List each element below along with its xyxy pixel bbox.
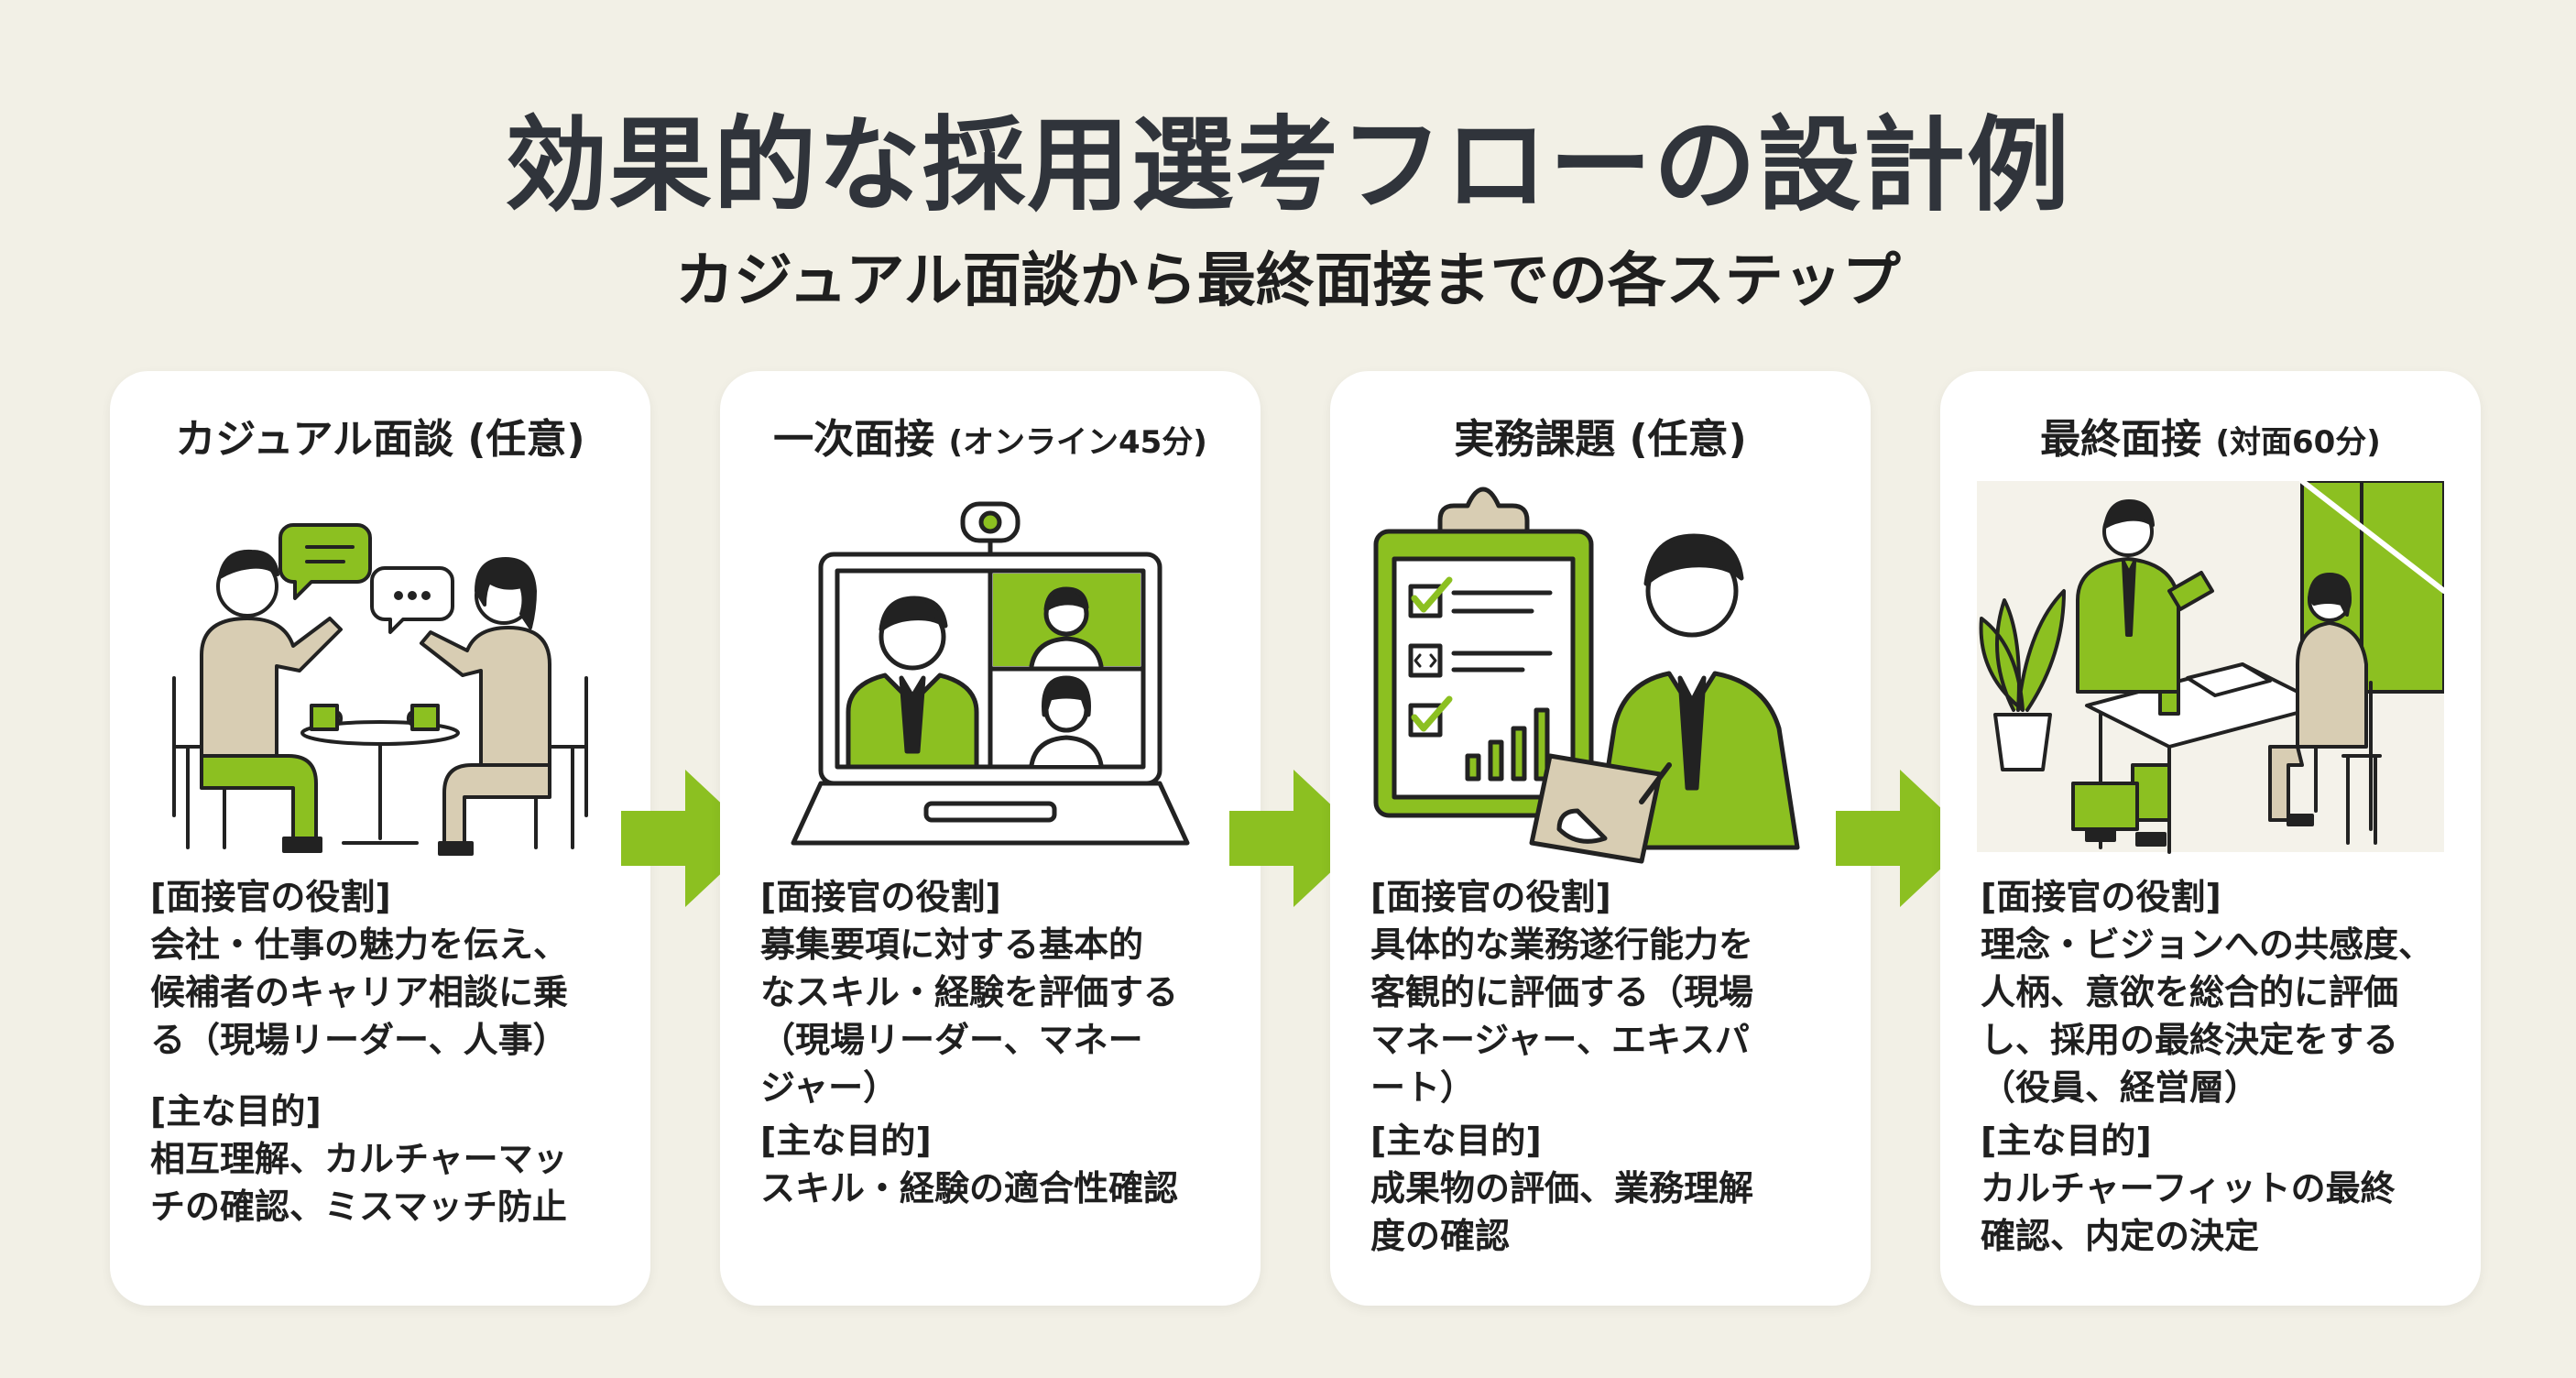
step-body: [面接官の役割] 会社・仕事の魅力を伝え、 候補者のキャリア相談に乗 る（現場リ… bbox=[150, 877, 569, 1227]
arrow-right-icon bbox=[621, 770, 759, 907]
step-body: [面接官の役割] 理念・ビジョンへの共感度、 人柄、意欲を総合的に評価 し、採用… bbox=[1981, 877, 2434, 1256]
video-call-laptop-illustration bbox=[791, 501, 1190, 846]
step-card-casual-interview: カジュアル面談 (任意) bbox=[110, 371, 650, 1306]
step-card-first-interview: 一次面接 (オンライン45分) bbox=[720, 371, 1261, 1306]
arrow-right-icon bbox=[1229, 770, 1367, 907]
step-body: [面接官の役割] 具体的な業務遂行能力を 客観的に評価する（現場 マネージャー、… bbox=[1370, 877, 1754, 1256]
step-title: カジュアル面談 (任意) bbox=[175, 416, 585, 463]
step-card-work-assignment: 実務課題 (任意) bbox=[1330, 371, 1871, 1306]
page-subtitle: カジュアル面談から最終面接までの各ステップ bbox=[675, 247, 1901, 315]
final-interview-illustration bbox=[1977, 481, 2444, 854]
arrow-right-icon bbox=[1836, 770, 1973, 907]
step-title: 実務課題 (任意) bbox=[1454, 416, 1747, 463]
work-assignment-illustration bbox=[1373, 487, 1800, 864]
step-card-final-interview: 最終面接 (対面60分) bbox=[1940, 371, 2481, 1306]
step-title: 最終面接 (対面60分) bbox=[2040, 416, 2381, 463]
step-body: [面接官の役割] 募集要項に対する基本的 なスキル・経験を評価する （現場リーダ… bbox=[760, 877, 1179, 1208]
page-title: 効果的な採用選考フローの設計例 bbox=[505, 106, 2071, 225]
step-title: 一次面接 (オンライン45分) bbox=[773, 416, 1207, 463]
casual-interview-illustration bbox=[172, 523, 588, 856]
